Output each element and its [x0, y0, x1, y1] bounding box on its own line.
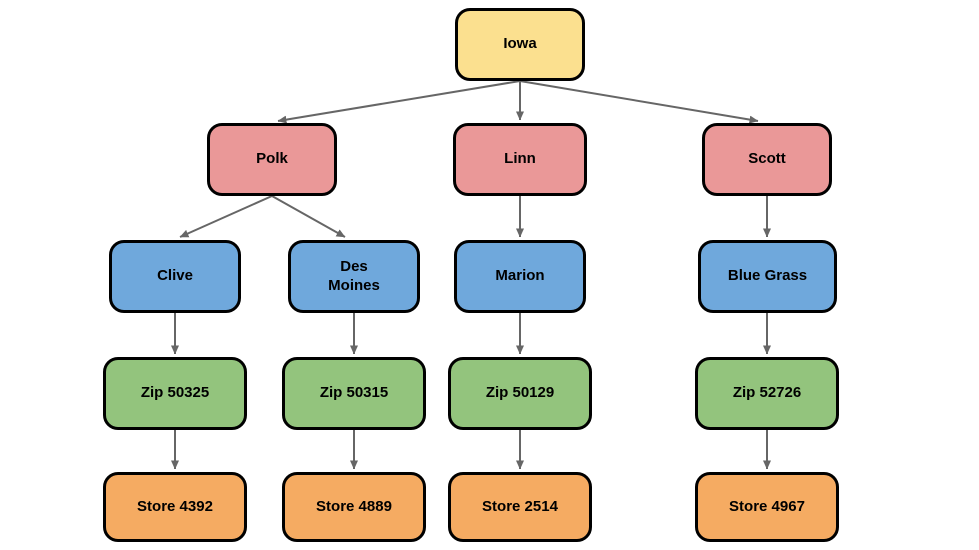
node-des-moines-label: Des Moines — [328, 257, 380, 294]
edge-polk-clive — [180, 195, 273, 238]
node-zip-50315: Zip 50315 — [282, 357, 426, 430]
node-store-4392: Store 4392 — [103, 472, 247, 542]
node-store-4889-label: Store 4889 — [316, 497, 392, 515]
node-marion-label: Marion — [495, 267, 545, 285]
node-blue-grass-label: Blue Grass — [727, 267, 808, 285]
node-store-4967: Store 4967 — [695, 472, 839, 542]
node-scott-label: Scott — [748, 150, 786, 168]
edge-iowa-scott — [519, 80, 758, 121]
node-zip-52726-label: Zip 52726 — [732, 384, 802, 402]
node-polk-label: Polk — [256, 150, 288, 168]
node-store-4889: Store 4889 — [282, 472, 426, 542]
node-zip-52726: Zip 52726 — [695, 357, 839, 430]
node-clive-label: Clive — [157, 267, 193, 285]
node-store-4967-label: Store 4967 — [729, 497, 805, 515]
node-store-2514-label: Store 2514 — [482, 497, 558, 515]
node-iowa-label: Iowa — [503, 35, 537, 53]
node-clive: Clive — [109, 240, 241, 313]
node-linn: Linn — [453, 123, 587, 196]
node-zip-50129-label: Zip 50129 — [485, 384, 555, 402]
node-zip-50325-label: Zip 50325 — [140, 384, 210, 402]
node-scott: Scott — [702, 123, 832, 196]
node-zip-50129: Zip 50129 — [448, 357, 592, 430]
node-store-2514: Store 2514 — [448, 472, 592, 542]
node-zip-50325: Zip 50325 — [103, 357, 247, 430]
node-des-moines: Des Moines — [288, 240, 420, 313]
edge-iowa-polk — [277, 80, 521, 121]
node-zip-50315-label: Zip 50315 — [319, 384, 389, 402]
node-store-4392-label: Store 4392 — [137, 497, 213, 515]
node-linn-label: Linn — [504, 150, 536, 168]
node-polk: Polk — [207, 123, 337, 196]
node-iowa: Iowa — [455, 8, 585, 81]
node-blue-grass: Blue Grass — [698, 240, 837, 313]
node-marion: Marion — [454, 240, 586, 313]
edge-polk-des-moines — [271, 195, 346, 238]
